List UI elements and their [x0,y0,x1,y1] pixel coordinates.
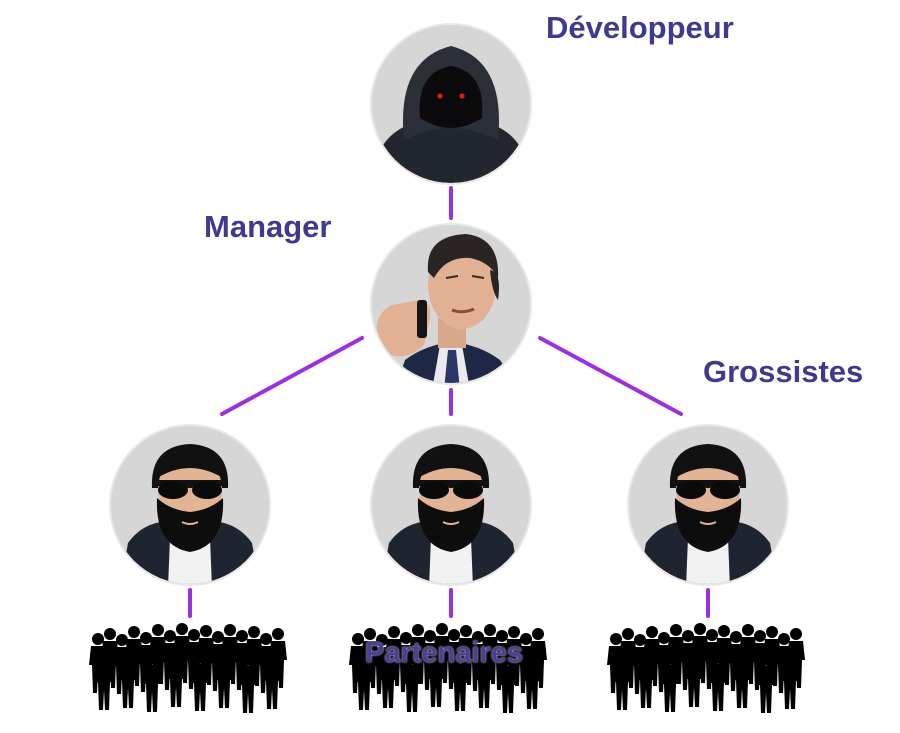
connectors [188,186,710,618]
bearded-man-sunglasses-icon-center [370,424,532,586]
crowd-silhouette-icon-left [89,623,287,713]
bearded-man-sunglasses-icon-left [109,424,271,586]
bearded-man-sunglasses-icon-right [627,424,789,586]
label-partners: Partenaires [365,637,523,669]
label-manager: Manager [204,209,332,244]
label-developer: Développeur [546,10,734,45]
connector-manager-right [538,336,683,416]
businessman-on-phone-icon [370,223,532,385]
crowd-silhouette-icon-right [607,623,805,713]
connector-manager-left [220,336,364,416]
hooded-hacker-icon [370,23,532,185]
label-wholesalers: Grossistes [703,354,864,389]
